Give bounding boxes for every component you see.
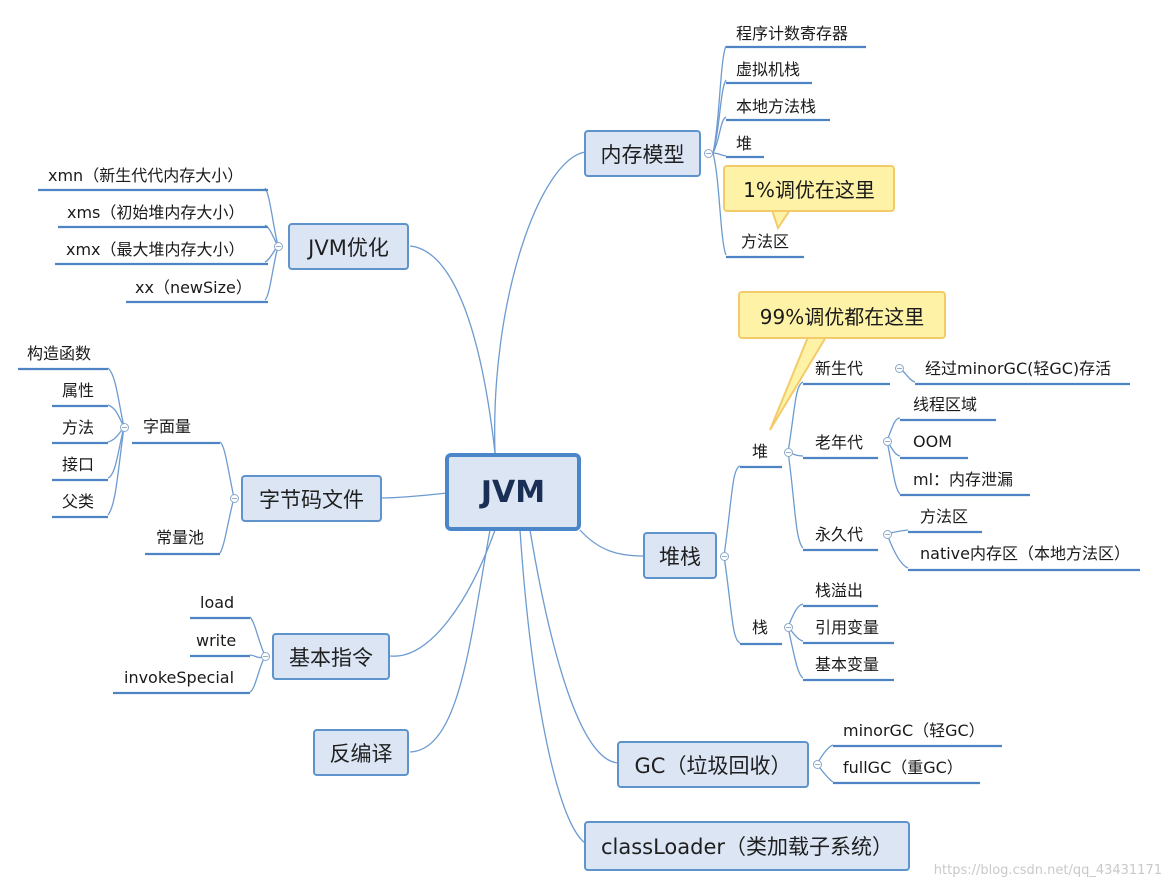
leaf-minor-gc: minorGC（轻GC） — [843, 721, 985, 740]
link-classloader — [519, 529, 586, 844]
leaf-underlines — [18, 45, 1140, 785]
leaf-method: 方法 — [62, 418, 95, 437]
collapse-toggle-icon[interactable]: − — [813, 760, 822, 769]
root-node-jvm[interactable]: JVM — [445, 453, 581, 531]
leaf-interface: 接口 — [62, 455, 95, 474]
leaf-method-area: 方法区 — [741, 232, 790, 251]
leaf-write: write — [196, 631, 237, 650]
leaf-xmn: xmn（新生代代内存大小） — [48, 166, 244, 185]
leaf-perm-method-area: 方法区 — [920, 507, 969, 526]
leaf-oom: OOM — [913, 432, 952, 451]
leaf-xx-newsize: xx（newSize） — [135, 278, 252, 297]
leaf-thread-area: 线程区域 — [913, 395, 978, 414]
collapse-toggle-icon[interactable]: − — [230, 494, 239, 503]
leaf-vm-stack: 虚拟机栈 — [736, 60, 801, 79]
leaf-xmx: xmx（最大堆内存大小） — [66, 240, 245, 259]
collapse-toggle-icon[interactable]: − — [720, 552, 729, 561]
link-heap-stack — [579, 529, 645, 557]
collapse-toggle-icon[interactable]: − — [120, 423, 129, 432]
collapse-toggle-icon[interactable]: − — [883, 437, 892, 446]
leaf-heap-group: 堆 — [752, 442, 769, 461]
leaf-young-gen: 新生代 — [815, 359, 864, 378]
node-jvm-optimization[interactable]: JVM优化 — [288, 223, 409, 270]
node-basic-instructions[interactable]: 基本指令 — [272, 633, 390, 680]
collapse-toggle-icon[interactable]: − — [784, 623, 793, 632]
leaf-xms: xms（初始堆内存大小） — [67, 203, 245, 222]
leaf-young-survive: 经过minorGC(轻GC)存活 — [925, 359, 1112, 378]
link-memory-model — [494, 151, 586, 454]
leaf-native-memory: native内存区（本地方法区） — [920, 544, 1130, 563]
leaf-native-method-stack: 本地方法栈 — [736, 97, 817, 116]
node-memory-model[interactable]: 内存模型 — [584, 130, 701, 177]
link-bytecode — [380, 492, 448, 499]
leaf-program-counter: 程序计数寄存器 — [736, 24, 849, 43]
node-classloader[interactable]: classLoader（类加载子系统） — [584, 821, 910, 871]
node-gc[interactable]: GC（垃圾回收） — [617, 741, 809, 788]
collapse-toggle-icon[interactable]: − — [784, 448, 793, 457]
leaf-perm-gen: 永久代 — [815, 525, 864, 544]
collapse-toggle-icon[interactable]: − — [895, 364, 904, 373]
leaf-invokespecial: invokeSpecial — [124, 668, 235, 687]
leaf-memory-leak: ml：内存泄漏 — [913, 470, 1014, 489]
leaf-parent-class: 父类 — [62, 492, 95, 511]
callout-1-percent: 1%调优在这里 — [723, 165, 895, 212]
leaf-heap: 堆 — [736, 134, 753, 153]
leaf-stack-overflow: 栈溢出 — [815, 581, 864, 600]
link-decompile — [409, 529, 491, 753]
node-bytecode-file[interactable]: 字节码文件 — [241, 475, 382, 522]
link-jvm-opt — [409, 245, 496, 454]
collapse-toggle-icon[interactable]: − — [883, 530, 892, 539]
leaf-old-gen: 老年代 — [815, 433, 864, 452]
node-heap-stack[interactable]: 堆栈 — [643, 532, 717, 579]
leaf-literal: 字面量 — [143, 417, 192, 436]
link-gc — [529, 529, 619, 764]
watermark: https://blog.csdn.net/qq_43431171 — [933, 863, 1162, 878]
leaf-constructor: 构造函数 — [27, 344, 92, 363]
leaf-constant-pool: 常量池 — [156, 528, 205, 547]
node-decompile[interactable]: 反编译 — [313, 729, 409, 776]
leaf-stack-group: 栈 — [752, 618, 769, 637]
leaf-full-gc: fullGC（重GC） — [843, 758, 963, 777]
leaf-reference-var: 引用变量 — [815, 618, 880, 637]
collapse-toggle-icon[interactable]: − — [261, 652, 270, 661]
callout-1-pointer — [770, 209, 792, 231]
collapse-toggle-icon[interactable]: − — [704, 149, 713, 158]
leaf-load: load — [200, 593, 235, 612]
leaf-primitive-var: 基本变量 — [815, 655, 880, 674]
collapse-toggle-icon[interactable]: − — [274, 242, 283, 251]
callout-99-percent: 99%调优都在这里 — [738, 291, 946, 339]
leaf-attribute: 属性 — [62, 381, 95, 400]
